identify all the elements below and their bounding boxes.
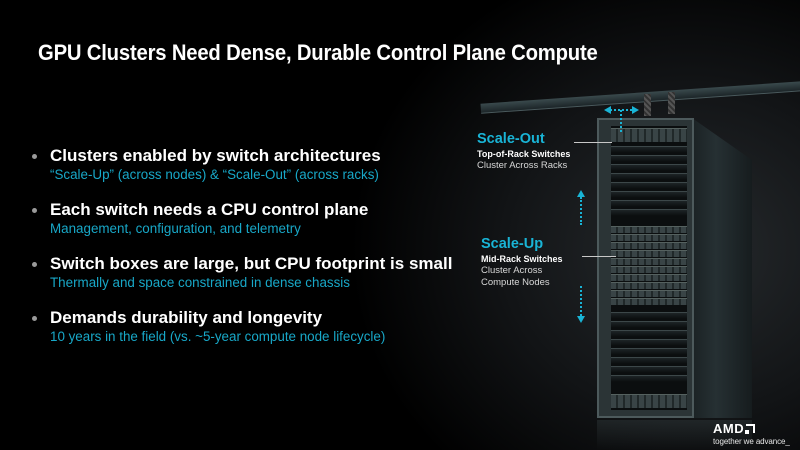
- arrow-up-icon: [577, 190, 585, 197]
- bullet-heading: Demands durability and longevity: [50, 308, 323, 327]
- compute-unit: [611, 200, 687, 207]
- compute-unit: [611, 209, 687, 216]
- scale-up-leader-line: [582, 256, 616, 257]
- amd-arrow-icon: [745, 424, 756, 434]
- scale-up-arrow-lower: [580, 286, 582, 316]
- mid-rack-switch-unit: [611, 290, 687, 297]
- mid-rack-switch-unit: [611, 266, 687, 273]
- cable-icon: [644, 94, 651, 116]
- scale-up-title: Scale-Up: [481, 236, 544, 252]
- scale-up-subtitle: Mid-Rack Switches: [481, 254, 563, 264]
- scale-up-description-line2: Compute Nodes: [481, 277, 550, 288]
- arrow-down-icon: [577, 316, 585, 323]
- tor-switch-unit: [611, 128, 687, 142]
- scale-up-description-line1: Cluster Across: [481, 265, 543, 276]
- rack-front: [597, 118, 694, 418]
- mid-rack-switch-unit: [611, 274, 687, 281]
- bullet-dot-icon: [32, 208, 37, 213]
- compute-unit: [611, 164, 687, 171]
- mid-rack-switch-unit: [611, 250, 687, 257]
- bullet-item: Switch boxes are large, but CPU footprin…: [32, 254, 472, 291]
- compute-unit: [611, 339, 687, 346]
- compute-unit: [611, 173, 687, 180]
- compute-unit: [611, 357, 687, 364]
- amd-tagline: together we advance_: [713, 437, 790, 446]
- mid-rack-switch-unit: [611, 298, 687, 305]
- bullet-item: Demands durability and longevity 10 year…: [32, 308, 472, 345]
- mid-rack-switch-unit: [611, 242, 687, 249]
- compute-unit: [611, 191, 687, 198]
- mid-rack-switch-unit: [611, 282, 687, 289]
- bullet-heading: Switch boxes are large, but CPU footprin…: [50, 254, 453, 273]
- compute-unit: [611, 348, 687, 355]
- compute-unit: [611, 155, 687, 162]
- scale-up-label: Scale-Up Mid-Rack Switches Cluster Acros…: [481, 236, 563, 289]
- bullet-dot-icon: [32, 154, 37, 159]
- bullet-subtext: 10 years in the field (vs. ~5-year compu…: [50, 329, 386, 344]
- scale-out-title: Scale-Out: [477, 131, 545, 147]
- bullet-heading: Clusters enabled by switch architectures: [50, 146, 381, 165]
- scale-out-horizontal-arrow: [610, 109, 632, 111]
- scale-out-subtitle: Top-of-Rack Switches: [477, 149, 571, 159]
- cable-icon: [668, 92, 675, 114]
- bottom-switch-unit: [611, 394, 687, 408]
- bullet-heading: Each switch needs a CPU control plane: [50, 200, 369, 219]
- arrow-left-icon: [604, 106, 611, 114]
- arrow-right-icon: [632, 106, 639, 114]
- amd-wordmark: AMD: [713, 421, 790, 436]
- bullet-list: Clusters enabled by switch architectures…: [32, 146, 472, 362]
- mid-rack-switch-unit: [611, 258, 687, 265]
- cable-tray: [480, 80, 800, 114]
- bullet-item: Clusters enabled by switch architectures…: [32, 146, 472, 183]
- bullet-dot-icon: [32, 316, 37, 321]
- compute-unit: [611, 312, 687, 319]
- amd-logo-text: AMD: [713, 421, 745, 436]
- scale-out-vertical-arrow: [620, 110, 622, 132]
- amd-logo: AMD together we advance_: [713, 421, 790, 446]
- rack-bay: [611, 126, 687, 410]
- bullet-subtext: Thermally and space constrained in dense…: [50, 275, 350, 290]
- rack-side-panel: [692, 118, 752, 418]
- compute-unit: [611, 182, 687, 189]
- bullet-item: Each switch needs a CPU control plane Ma…: [32, 200, 472, 237]
- floor-reflection: [597, 420, 752, 450]
- mid-rack-switch-unit: [611, 226, 687, 233]
- scale-out-leader-line: [574, 142, 612, 143]
- bullet-subtext: “Scale-Up” (across nodes) & “Scale-Out” …: [50, 167, 379, 182]
- compute-unit: [611, 146, 687, 153]
- compute-unit: [611, 366, 687, 373]
- compute-unit: [611, 375, 687, 382]
- compute-unit: [611, 321, 687, 328]
- mid-rack-switch-unit: [611, 234, 687, 241]
- scale-out-description: Cluster Across Racks: [477, 160, 568, 171]
- scale-out-label: Scale-Out Top-of-Rack Switches Cluster A…: [477, 131, 570, 172]
- compute-unit: [611, 330, 687, 337]
- scale-up-arrow-upper: [580, 197, 582, 225]
- slide-title: GPU Clusters Need Dense, Durable Control…: [38, 40, 598, 65]
- bullet-dot-icon: [32, 262, 37, 267]
- bullet-subtext: Management, configuration, and telemetry: [50, 221, 301, 236]
